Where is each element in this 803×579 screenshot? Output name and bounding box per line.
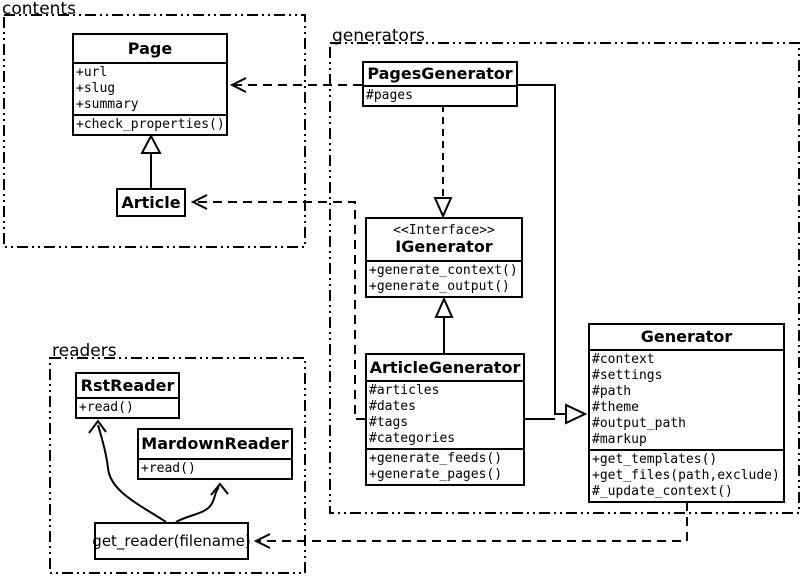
attribute: #categories xyxy=(369,431,456,446)
class-name: Page xyxy=(127,38,173,58)
edge-articlegenerator-depends-article xyxy=(190,194,365,420)
attribute: +summary xyxy=(76,97,139,112)
class-methods-compartment: +generate_context()+generate_output() xyxy=(367,260,521,296)
class-methods-compartment: +check_properties() xyxy=(74,114,226,134)
edge-getreader-to-mardownreader xyxy=(175,482,229,523)
method: +generate_pages() xyxy=(369,467,503,482)
class-MardownReader: MardownReader +read() xyxy=(137,428,293,480)
class-methods-compartment: +generate_feeds()+generate_pages() xyxy=(367,448,523,484)
class-name: Generator xyxy=(640,327,733,346)
package-label-contents: contents xyxy=(2,0,76,19)
attribute: #settings xyxy=(592,368,663,383)
class-stereotype: <<Interface>> xyxy=(393,223,495,238)
class-attributes-compartment: #articles#dates#tags#categories xyxy=(367,380,523,448)
attribute: #dates xyxy=(369,399,416,414)
class-Article: Article xyxy=(116,188,186,217)
edge-pagesgenerator-implements-igenerator xyxy=(433,105,453,219)
attribute: +slug xyxy=(76,81,116,96)
method: +get_files(path,exclude) xyxy=(592,468,780,483)
method: +generate_feeds() xyxy=(369,451,503,466)
package-generators-border xyxy=(329,42,800,514)
class-attributes-compartment: #context#settings#path#theme#output_path… xyxy=(590,349,783,449)
attribute: #articles xyxy=(369,383,440,398)
edge-generators-inherit-generator xyxy=(518,84,588,425)
attribute: #theme xyxy=(592,400,639,415)
edge-article-inherits-page xyxy=(140,133,162,188)
class-ArticleGenerator: ArticleGenerator #articles#dates#tags#cat… xyxy=(365,353,525,486)
edge-articlegenerator-implements-igenerator xyxy=(434,296,454,353)
class-name: ArticleGenerator xyxy=(369,357,521,377)
edge-generator-depends-getreader xyxy=(253,502,688,549)
class-IGenerator: <<Interface>>IGenerator +generate_context… xyxy=(365,217,523,298)
class-methods-compartment: +read() xyxy=(139,458,291,478)
attribute: #markup xyxy=(592,432,647,447)
class-name: RstReader xyxy=(80,375,175,395)
class-Generator: Generator #context#settings#path#theme#ou… xyxy=(588,323,785,503)
attribute: #output_path xyxy=(592,416,686,431)
method: +generate_context() xyxy=(369,263,518,278)
class-name: IGenerator xyxy=(395,237,493,256)
package-label-readers: readers xyxy=(52,341,117,361)
method: +check_properties() xyxy=(76,117,225,132)
node-get-reader: get_reader(filename) xyxy=(92,522,251,560)
class-Page: Page +url+slug+summary +check_properties() xyxy=(72,33,228,136)
class-PagesGenerator: PagesGenerator #pages xyxy=(362,61,518,107)
class-attributes-compartment: #pages xyxy=(364,85,516,105)
package-readers-border xyxy=(49,357,306,574)
attribute: #path xyxy=(592,384,632,399)
package-contents-border xyxy=(3,14,306,248)
method: +get_templates() xyxy=(592,452,718,467)
attribute: #tags xyxy=(369,415,409,430)
attribute: +url xyxy=(76,65,108,80)
attribute: #pages xyxy=(366,88,413,103)
class-methods-compartment: +get_templates()+get_files(path,exclude)… xyxy=(590,449,783,501)
edge-pagesgenerator-depends-page xyxy=(229,77,362,93)
class-name: Article xyxy=(121,192,181,212)
class-methods-compartment: +read() xyxy=(77,397,178,417)
class-attributes-compartment: +url+slug+summary xyxy=(74,62,226,114)
method: #_update_context() xyxy=(592,484,733,499)
package-label-generators: generators xyxy=(332,26,425,46)
class-name: PagesGenerator xyxy=(367,64,513,83)
class-RstReader: RstReader +read() xyxy=(75,372,180,419)
attribute: #context xyxy=(592,352,655,367)
method: +read() xyxy=(79,400,134,415)
edge-getreader-to-rstreader xyxy=(88,419,167,523)
class-name: MardownReader xyxy=(141,434,289,453)
method: +generate_output() xyxy=(369,279,510,294)
method: +read() xyxy=(141,461,196,476)
